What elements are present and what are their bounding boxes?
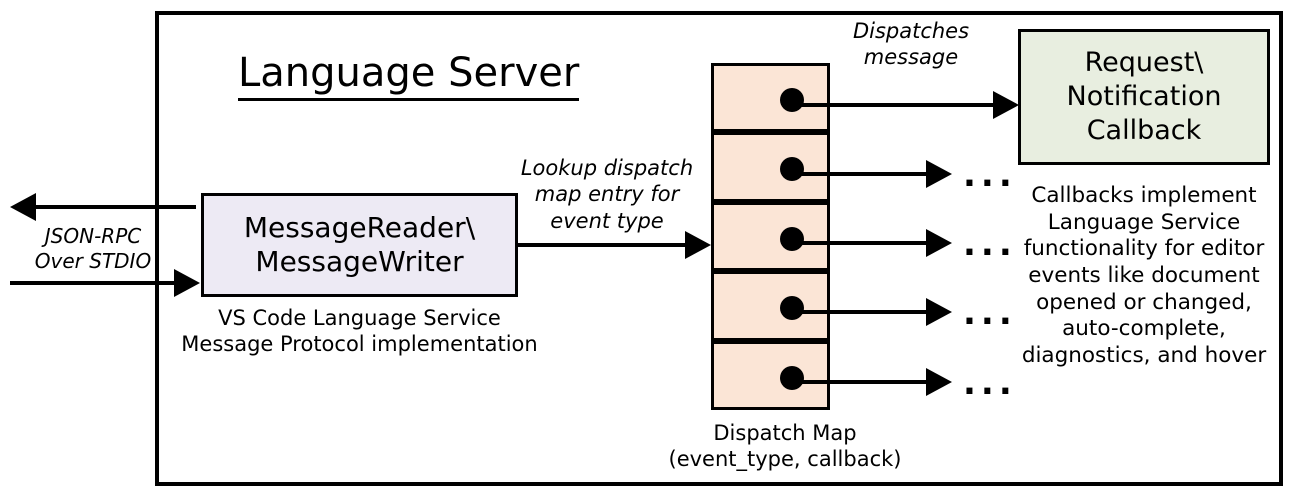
dispatches-label-line1: Dispatches	[852, 19, 970, 43]
callback-dot-icon	[780, 226, 804, 251]
dispatch-row-2-arrowhead	[926, 160, 952, 188]
lookup-dispatch-line	[516, 243, 687, 247]
dispatch-row-5-line	[800, 380, 930, 384]
dispatch-row-5-ellipsis: ...	[963, 363, 1017, 403]
jsonrpc-inbound-arrowhead	[174, 269, 200, 297]
dispatch-map-caption-line1: Dispatch Map	[713, 421, 857, 445]
dispatch-row-3-ellipsis: ...	[963, 224, 1017, 264]
callback-dot-icon	[780, 88, 804, 112]
page-title: Language Server	[238, 50, 580, 101]
dispatch-row-1-arrowhead	[993, 91, 1019, 119]
dispatch-row-4-ellipsis: ...	[963, 293, 1017, 333]
callback-description: Callbacks implement Language Service fun…	[1021, 183, 1267, 368]
jsonrpc-outbound-line	[36, 205, 196, 209]
dispatch-row-4-line	[800, 310, 930, 314]
jsonrpc-label-line1: JSON-RPC	[44, 224, 142, 248]
lookup-label-line2: map entry for	[534, 182, 680, 207]
dispatch-row-5-arrowhead	[926, 368, 952, 396]
language-server-boundary	[155, 11, 1283, 486]
lookup-dispatch-arrowhead	[685, 231, 711, 259]
dispatch-map-row-3[interactable]	[711, 201, 830, 272]
reader-box-line2: MessageWriter	[255, 245, 464, 278]
dispatch-map-row-4[interactable]	[711, 271, 830, 341]
dispatch-row-2-line	[800, 172, 930, 176]
request-notification-callback-box[interactable]: Request\ Notification Callback	[1018, 29, 1270, 165]
lookup-label-line1: Lookup dispatch	[520, 156, 694, 180]
callback-dot-icon	[780, 296, 804, 321]
dispatch-map-caption: Dispatch Map (event_type, callback)	[645, 420, 925, 472]
jsonrpc-outbound-arrowhead	[10, 193, 36, 221]
dispatches-message-label: Dispatches message	[834, 18, 988, 71]
reader-caption-line2: Message Protocol implementation	[181, 332, 538, 357]
callback-box-line2: Notification	[1066, 81, 1222, 113]
dispatch-map-row-5[interactable]	[711, 340, 830, 410]
reader-caption-line1: VS Code Language Service	[218, 306, 501, 330]
message-reader-writer-caption: VS Code Language Service Message Protoco…	[178, 305, 541, 357]
dispatch-map-row-1[interactable]	[711, 63, 830, 133]
dispatch-map-row-2[interactable]	[711, 132, 830, 202]
callback-dot-icon	[780, 365, 804, 390]
page-title-text: Language Server	[238, 50, 580, 101]
jsonrpc-edge-label: JSON-RPC Over STDIO	[18, 224, 168, 274]
dispatch-map-caption-line2: (event_type, callback)	[668, 447, 902, 472]
dispatch-row-4-arrowhead	[926, 298, 952, 326]
callback-dot-icon	[780, 157, 804, 182]
reader-box-line1: MessageReader\	[243, 210, 476, 244]
jsonrpc-label-line2: Over STDIO	[34, 249, 152, 273]
dispatch-map-table	[711, 63, 830, 410]
dispatches-label-line2: message	[863, 45, 959, 70]
message-reader-writer-box[interactable]: MessageReader\ MessageWriter	[201, 193, 518, 297]
callback-box-line1: Request\	[1084, 47, 1204, 79]
dispatch-row-3-arrowhead	[926, 229, 952, 257]
callback-box-line3: Callback	[1086, 114, 1202, 146]
lookup-label-line3: event type	[550, 208, 664, 233]
dispatch-row-2-ellipsis: ...	[963, 155, 1017, 195]
lookup-dispatch-label: Lookup dispatch map entry for event type	[512, 155, 702, 234]
dispatch-row-1-line	[800, 103, 1013, 107]
jsonrpc-inbound-line	[10, 281, 176, 285]
dispatch-row-3-line	[800, 241, 930, 245]
